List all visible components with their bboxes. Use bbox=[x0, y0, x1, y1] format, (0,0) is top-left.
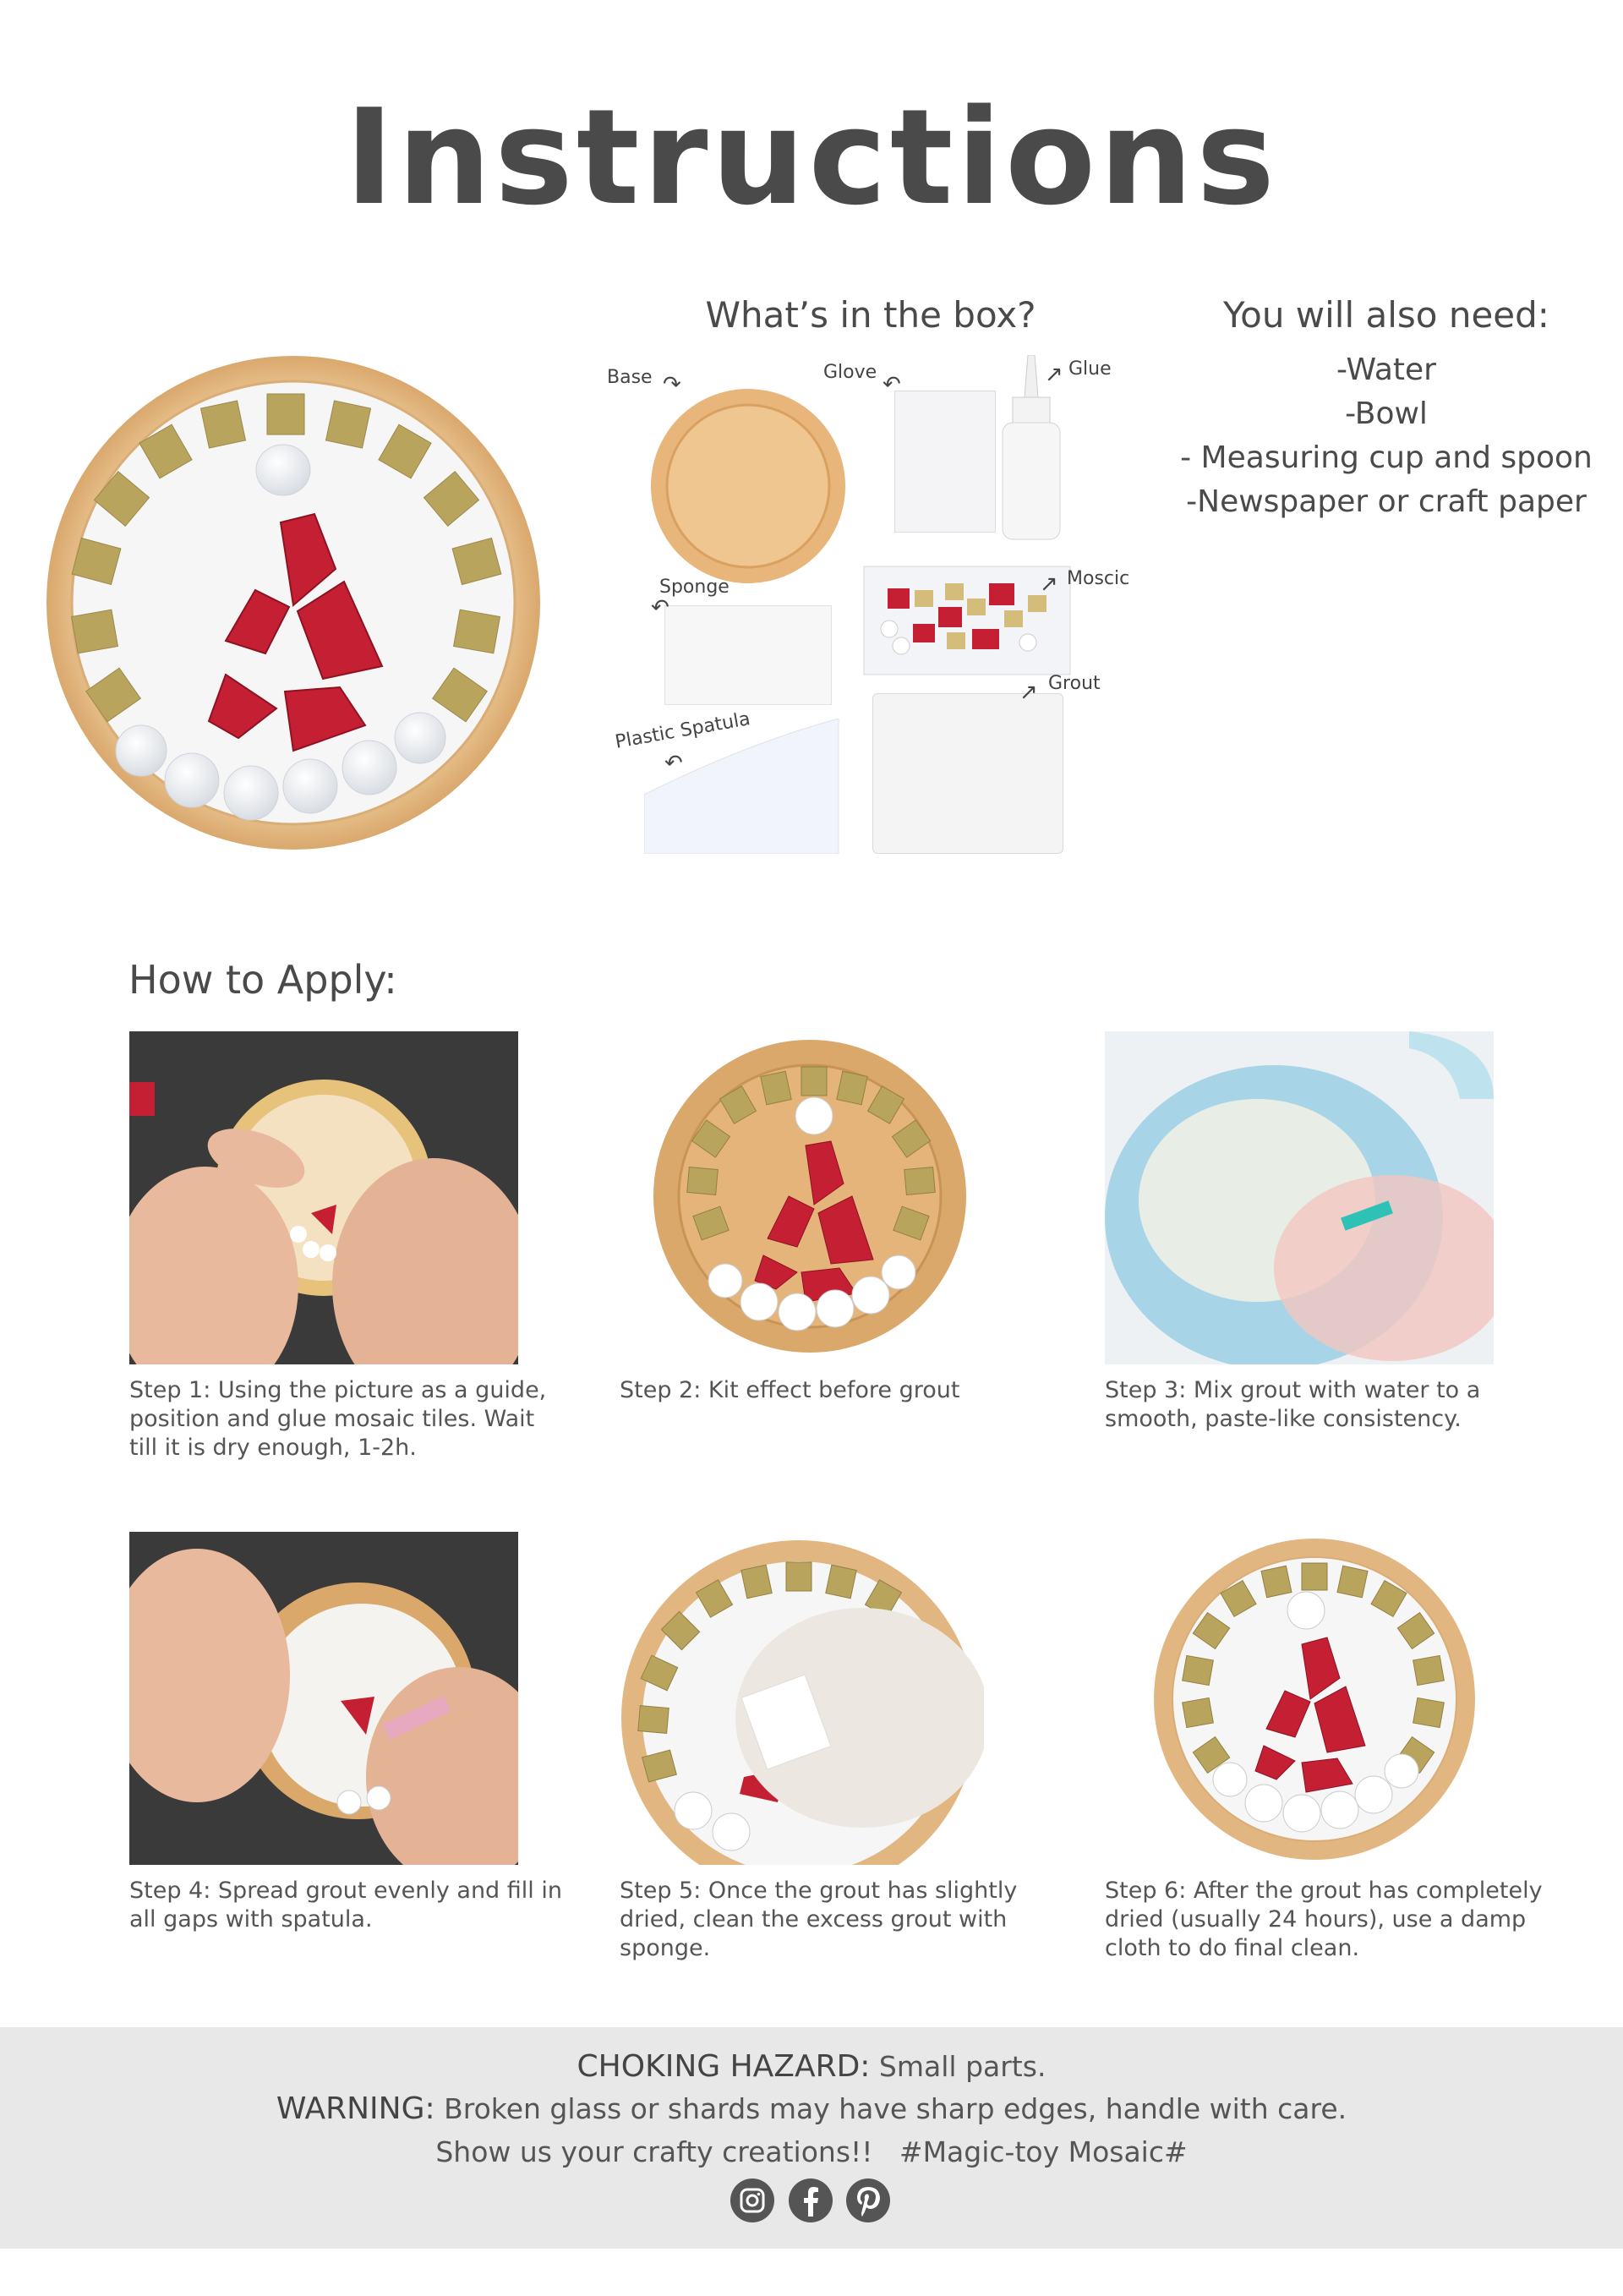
need-item: - Measuring cup and spoon bbox=[1180, 440, 1593, 475]
need-list: -Water -Bowl - Measuring cup and spoon -… bbox=[1175, 348, 1598, 524]
need-heading: You will also need: bbox=[1223, 294, 1549, 336]
base-image bbox=[651, 389, 845, 583]
mosaic-label: Moscic bbox=[1067, 568, 1130, 589]
step-3-photo bbox=[1105, 1031, 1494, 1364]
need-item: -Newspaper or craft paper bbox=[1186, 484, 1587, 519]
pinterest-icon[interactable] bbox=[845, 2178, 891, 2223]
arrow-icon: ↗ bbox=[1040, 571, 1058, 597]
instagram-icon[interactable] bbox=[730, 2178, 775, 2223]
step-4-photo bbox=[129, 1532, 518, 1865]
warning-label: WARNING: bbox=[276, 2091, 435, 2126]
glove-label: Glove bbox=[823, 362, 877, 383]
warning-text: Broken glass or shards may have sharp ed… bbox=[434, 2092, 1347, 2125]
arrow-icon: ↶ bbox=[664, 751, 683, 776]
glove-image bbox=[894, 391, 996, 533]
finished-mosaic-image bbox=[46, 356, 540, 850]
step-2-caption: Step 2: Kit effect before grout bbox=[620, 1377, 960, 1403]
arrow-icon: ↷ bbox=[663, 372, 681, 397]
choking-hazard-notice: CHOKING HAZARD: Small parts. bbox=[0, 2049, 1623, 2084]
arrow-icon: ↶ bbox=[651, 595, 669, 620]
glue-label: Glue bbox=[1068, 358, 1112, 380]
arrow-icon: ↶ bbox=[883, 372, 901, 397]
grout-bag-image bbox=[872, 693, 1063, 854]
base-label: Base bbox=[607, 367, 653, 388]
step-6-photo bbox=[1154, 1539, 1475, 1860]
sponge-image bbox=[664, 605, 832, 705]
step-5-photo bbox=[617, 1532, 984, 1865]
step-6-caption: Step 6: After the grout has completely d… bbox=[1105, 1878, 1543, 1961]
step-2-photo bbox=[624, 1031, 1013, 1364]
sponge-label: Sponge bbox=[659, 577, 730, 598]
facebook-icon[interactable] bbox=[788, 2178, 833, 2223]
share-line: Show us your crafty creations!! #Magic-t… bbox=[435, 2135, 1188, 2168]
arrow-icon: ↗ bbox=[1019, 680, 1038, 705]
page-title: Instructions bbox=[344, 80, 1279, 234]
mosaic-tiles-image bbox=[863, 566, 1071, 675]
glue-bottle-image bbox=[1002, 355, 1061, 540]
arrow-icon: ↗ bbox=[1045, 362, 1063, 387]
spatula-image bbox=[644, 719, 839, 854]
need-item: -Water bbox=[1336, 353, 1436, 387]
choking-text: Small parts. bbox=[870, 2050, 1046, 2083]
step-5-caption: Step 5: Once the grout has slightly drie… bbox=[620, 1878, 1018, 1961]
step-3-caption: Step 3: Mix grout with water to a smooth… bbox=[1105, 1377, 1481, 1432]
box-heading: What’s in the box? bbox=[705, 294, 1036, 336]
choking-label: CHOKING HAZARD: bbox=[577, 2049, 871, 2084]
apply-heading: How to Apply: bbox=[128, 957, 397, 1003]
step-1-photo bbox=[129, 1031, 518, 1364]
need-item: -Bowl bbox=[1345, 396, 1428, 431]
step-1-caption: Step 1: Using the picture as a guide, po… bbox=[129, 1377, 547, 1461]
grout-label: Grout bbox=[1048, 673, 1101, 694]
warning-notice: WARNING: Broken glass or shards may have… bbox=[0, 2091, 1623, 2126]
step-4-caption: Step 4: Spread grout evenly and fill in … bbox=[129, 1878, 562, 1932]
